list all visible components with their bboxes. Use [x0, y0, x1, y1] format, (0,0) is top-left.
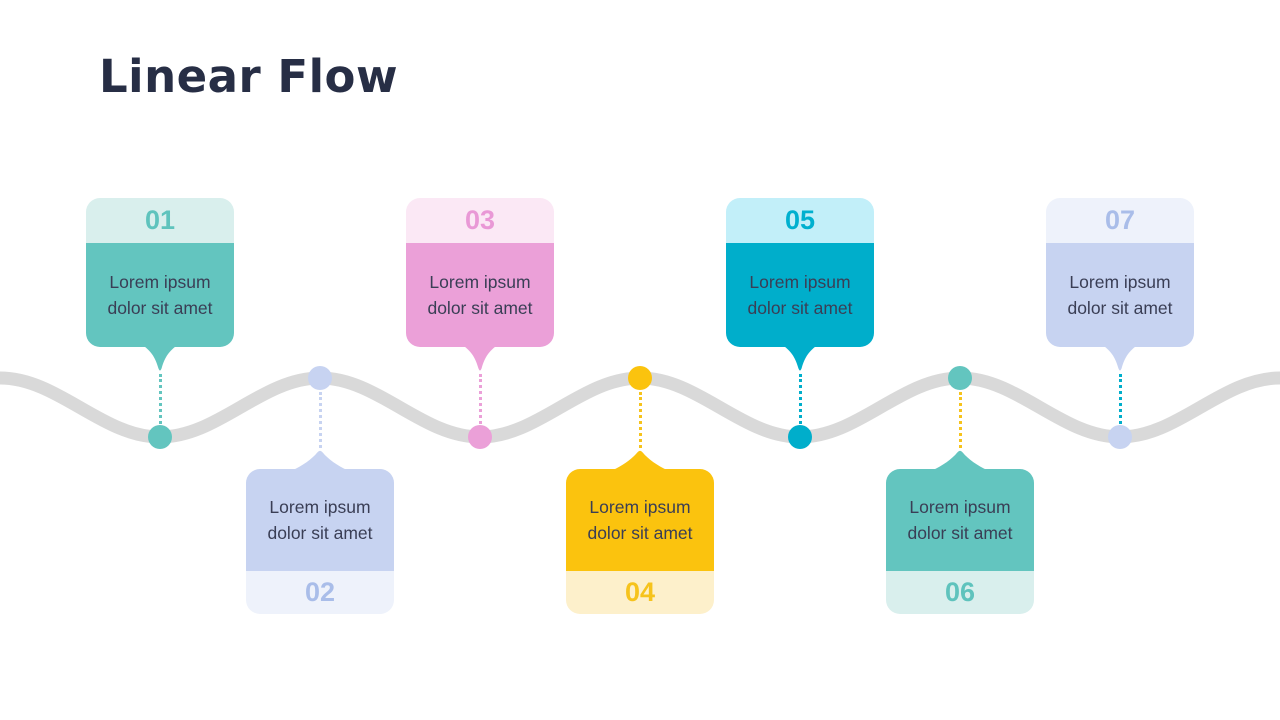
step-description: Lorem ipsum dolor sit amet	[886, 469, 1034, 571]
dotted-connector	[638, 392, 642, 448]
node-dot-06	[948, 366, 972, 390]
step-text: Lorem ipsum dolor sit amet	[747, 271, 853, 318]
node-dot-05	[788, 425, 812, 449]
step-number: 01	[144, 205, 176, 235]
step-number-badge: 03	[406, 198, 554, 243]
step-description: Lorem ipsum dolor sit amet	[566, 469, 714, 571]
node-dot-04	[628, 366, 652, 390]
step-card-04: Lorem ipsum dolor sit amet 04	[566, 392, 714, 614]
dotted-connector	[798, 374, 802, 424]
step-number: 03	[464, 205, 496, 235]
dotted-connector	[1118, 374, 1122, 424]
step-card-07: 07 Lorem ipsum dolor sit amet	[1046, 198, 1194, 424]
card-tail-down-icon	[144, 346, 176, 371]
card: Lorem ipsum dolor sit amet 02	[246, 469, 394, 614]
dotted-connector	[158, 374, 162, 424]
step-number: 06	[944, 577, 976, 607]
step-card-02: Lorem ipsum dolor sit amet 02	[246, 392, 394, 614]
node-dot-07	[1108, 425, 1132, 449]
node-dot-03	[468, 425, 492, 449]
card: 03 Lorem ipsum dolor sit amet	[406, 198, 554, 347]
step-number-badge: 05	[726, 198, 874, 243]
step-number-badge: 07	[1046, 198, 1194, 243]
step-card-05: 05 Lorem ipsum dolor sit amet	[726, 198, 874, 424]
step-number-badge: 04	[566, 571, 714, 614]
step-text: Lorem ipsum dolor sit amet	[107, 271, 213, 318]
card: 01 Lorem ipsum dolor sit amet	[86, 198, 234, 347]
step-text: Lorem ipsum dolor sit amet	[427, 271, 533, 318]
step-card-01: 01 Lorem ipsum dolor sit amet	[86, 198, 234, 424]
dotted-connector	[318, 392, 322, 448]
card-tail-up-icon	[293, 450, 347, 470]
node-dot-02	[308, 366, 332, 390]
card: Lorem ipsum dolor sit amet 06	[886, 469, 1034, 614]
step-text: Lorem ipsum dolor sit amet	[907, 496, 1013, 543]
card-tail-down-icon	[784, 346, 816, 371]
card: Lorem ipsum dolor sit amet 04	[566, 469, 714, 614]
step-description: Lorem ipsum dolor sit amet	[86, 243, 234, 347]
card: 05 Lorem ipsum dolor sit amet	[726, 198, 874, 347]
step-card-06: Lorem ipsum dolor sit amet 06	[886, 392, 1034, 614]
step-number-badge: 02	[246, 571, 394, 614]
step-number: 02	[304, 577, 336, 607]
card-tail-up-icon	[613, 450, 667, 470]
step-description: Lorem ipsum dolor sit amet	[726, 243, 874, 347]
dotted-connector	[478, 374, 482, 424]
step-text: Lorem ipsum dolor sit amet	[267, 496, 373, 543]
step-text: Lorem ipsum dolor sit amet	[1067, 271, 1173, 318]
card-tail-down-icon	[1104, 346, 1136, 371]
card-tail-down-icon	[464, 346, 496, 371]
step-number-badge: 01	[86, 198, 234, 243]
card: 07 Lorem ipsum dolor sit amet	[1046, 198, 1194, 347]
step-number: 05	[784, 205, 816, 235]
page-title: Linear Flow	[99, 50, 399, 103]
step-card-03: 03 Lorem ipsum dolor sit amet	[406, 198, 554, 424]
card-tail-up-icon	[933, 450, 987, 470]
step-description: Lorem ipsum dolor sit amet	[1046, 243, 1194, 347]
dotted-connector	[958, 392, 962, 448]
step-number: 04	[624, 577, 656, 607]
step-text: Lorem ipsum dolor sit amet	[587, 496, 693, 543]
step-number: 07	[1104, 205, 1136, 235]
step-description: Lorem ipsum dolor sit amet	[406, 243, 554, 347]
node-dot-01	[148, 425, 172, 449]
step-number-badge: 06	[886, 571, 1034, 614]
step-description: Lorem ipsum dolor sit amet	[246, 469, 394, 571]
